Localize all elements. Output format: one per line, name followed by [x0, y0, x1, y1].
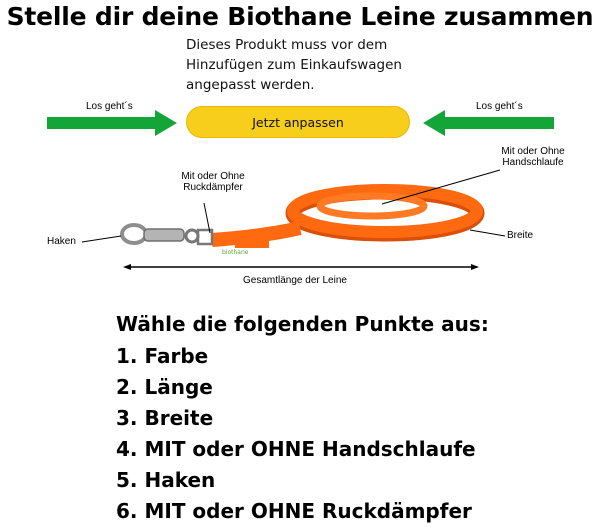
arrow-left-label: Los geht´s	[86, 101, 133, 112]
leash-coil	[285, 184, 485, 242]
snap-hook-icon	[120, 223, 214, 246]
ruckdaempfer-line-1: Mit oder Ohne	[181, 171, 245, 182]
svg-text:biothane: biothane	[222, 249, 249, 256]
label-gesamtlaenge: Gesamtlänge der Leine	[243, 275, 347, 286]
handschlaufe-line-1: Mit oder Ohne	[501, 146, 565, 157]
label-breite: Breite	[507, 230, 534, 241]
page-title: Stelle dir deine Biothane Leine zusammen	[6, 2, 594, 31]
ruckdaempfer-line-2: Ruckdämpfer	[183, 182, 243, 193]
notice-line-2: Hinzufügen zum Einkaufswagen	[186, 57, 402, 73]
arrow-left-icon	[423, 110, 554, 136]
steps-list: Wähle die folgenden Punkte aus: 1. Farbe…	[116, 312, 489, 527]
notice-line-1: Dieses Produkt muss vor dem	[186, 37, 388, 53]
leash-diagram: biothane	[81, 169, 506, 270]
list-item: 3. Breite	[116, 406, 214, 430]
handschlaufe-line-2: Handschlaufe	[502, 157, 564, 168]
customization-notice: Dieses Produkt muss vor dem Hinzufügen z…	[186, 35, 426, 95]
leash-stitching	[235, 232, 269, 248]
label-haken: Haken	[47, 236, 76, 247]
customize-button[interactable]: Jetzt anpassen	[186, 106, 410, 138]
list-item: 1. Farbe	[116, 344, 209, 368]
label-ruckdaempfer: Mit oder Ohne Ruckdämpfer	[175, 171, 251, 193]
label-handschlaufe: Mit oder Ohne Handschlaufe	[493, 146, 573, 168]
notice-line-3: angepasst werden.	[186, 77, 315, 93]
list-item: 6. MIT oder OHNE Ruckdämpfer	[116, 499, 472, 523]
arrow-right-label: Los geht´s	[476, 101, 523, 112]
list-item: 2. Länge	[116, 375, 213, 399]
list-item: 5. Haken	[116, 468, 216, 492]
list-item: 4. MIT oder OHNE Handschlaufe	[116, 437, 476, 461]
arrow-right-icon	[47, 110, 177, 136]
steps-heading: Wähle die folgenden Punkte aus:	[116, 312, 489, 336]
